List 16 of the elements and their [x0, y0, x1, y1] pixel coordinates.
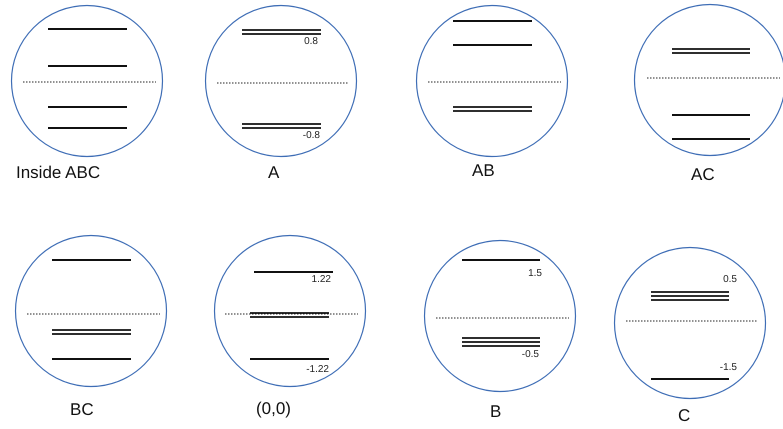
energy-value: -1.5 [720, 362, 737, 374]
circle-caption: AB [472, 161, 495, 181]
circle-caption: A [268, 163, 280, 183]
circle-caption: B [490, 402, 502, 422]
circle-caption: BC [70, 400, 94, 420]
energy-value: 1.22 [312, 274, 331, 286]
energy-value: -0.5 [522, 349, 539, 361]
circle-caption: (0,0) [256, 399, 291, 419]
circle-caption: C [678, 406, 690, 426]
energy-value: 0.5 [723, 274, 737, 286]
energy-value: 1.5 [528, 268, 542, 280]
circle-caption: AC [691, 165, 715, 185]
energy-value: -0.8 [302, 130, 320, 142]
energy-value: -1.22 [306, 364, 329, 376]
circle-caption: Inside ABC [16, 163, 100, 183]
energy-value: 0.8 [304, 36, 318, 48]
